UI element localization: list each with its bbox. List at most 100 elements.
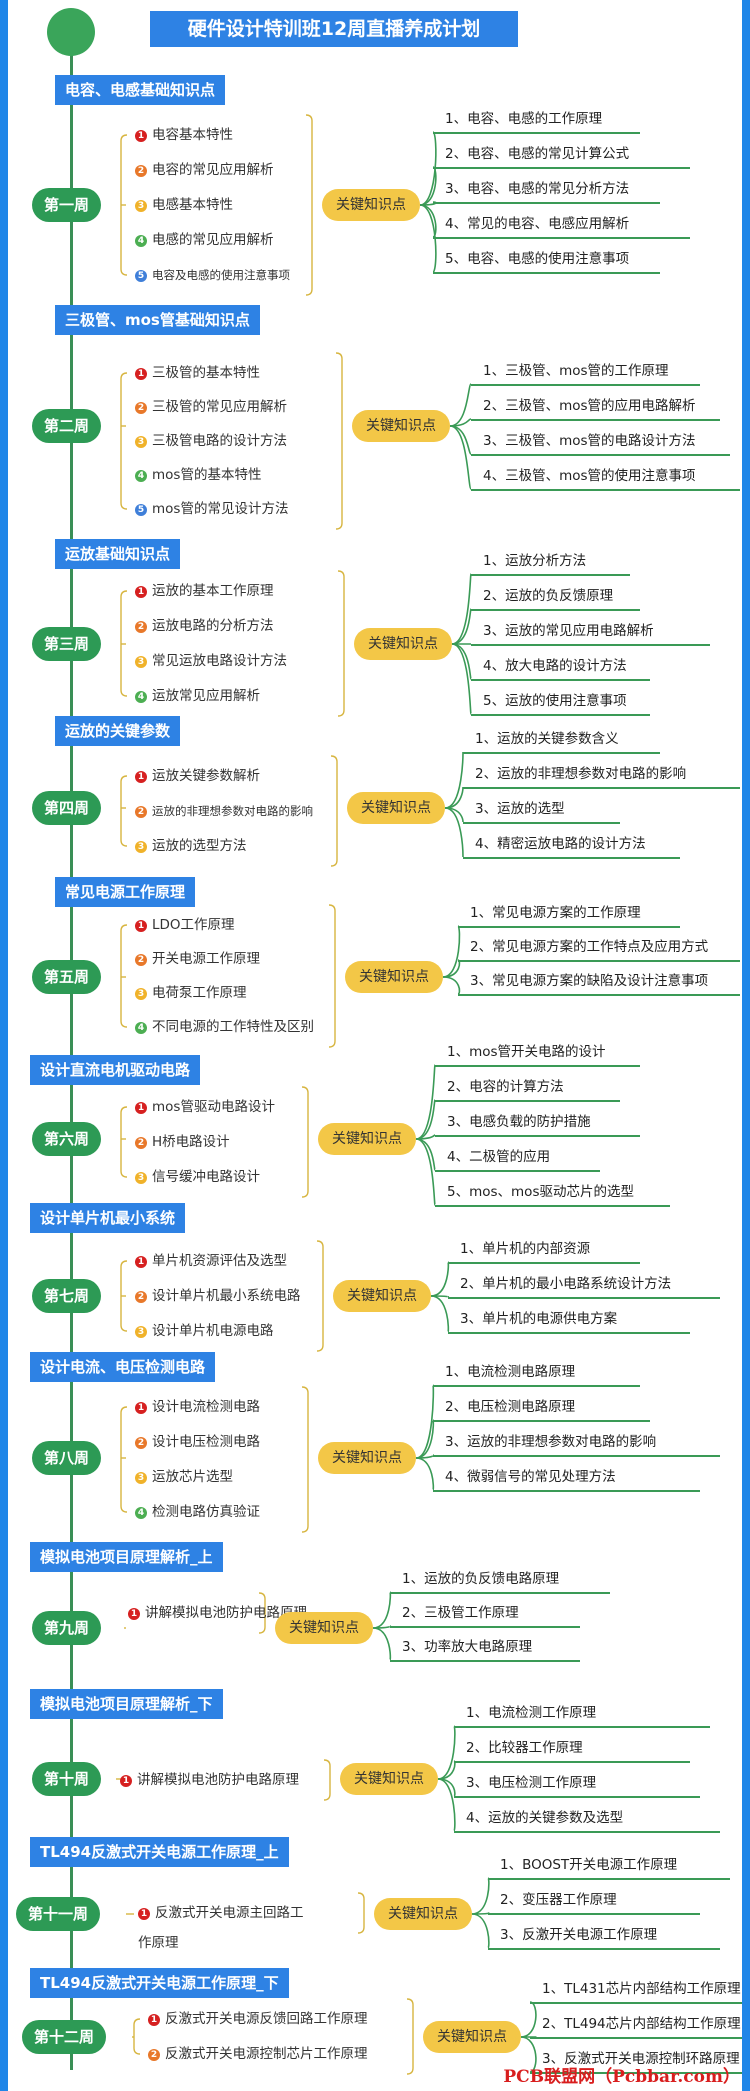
number-badge: 2 xyxy=(135,621,147,633)
number-badge: 5 xyxy=(135,270,147,282)
key-points-pill[interactable]: 关键知识点 xyxy=(423,2021,521,2053)
key-point: 1、运放分析方法 xyxy=(483,553,587,569)
point-underline xyxy=(454,1761,690,1763)
key-point: 1、运放的关键参数含义 xyxy=(475,731,619,747)
key-points-pill[interactable]: 关键知识点 xyxy=(354,628,452,660)
key-points-pill[interactable]: 关键知识点 xyxy=(275,1612,373,1644)
key-point: 2、电压检测电路原理 xyxy=(445,1399,576,1415)
number-badge: 2 xyxy=(135,806,147,818)
key-point: 4、微弱信号的常见处理方法 xyxy=(445,1469,616,1485)
number-badge: 4 xyxy=(135,1022,147,1034)
point-underline xyxy=(448,1332,690,1334)
number-badge: 2 xyxy=(135,954,147,966)
point-underline xyxy=(433,1385,640,1387)
connector-line xyxy=(437,1778,456,1797)
key-points-pill[interactable]: 关键知识点 xyxy=(345,961,443,993)
week-pill[interactable]: 第二周 xyxy=(32,409,102,443)
week-pill[interactable]: 第七周 xyxy=(32,1279,102,1313)
week-pill[interactable]: 第八周 xyxy=(32,1441,102,1475)
number-badge: 1 xyxy=(135,771,147,783)
point-underline xyxy=(488,1878,730,1880)
week-pill[interactable]: 第六周 xyxy=(32,1122,102,1156)
point-underline xyxy=(448,1262,640,1264)
connector-line xyxy=(120,134,128,276)
connector-line xyxy=(120,1406,128,1513)
point-underline xyxy=(471,644,710,646)
key-point: 2、运放的非理想参数对电路的影响 xyxy=(475,766,687,782)
connector-line xyxy=(301,1386,309,1533)
key-point: 3、运放的常见应用电路解析 xyxy=(483,623,654,639)
week-pill[interactable]: 第十周 xyxy=(32,1762,102,1796)
point-underline xyxy=(463,822,620,824)
connector-line xyxy=(415,1134,436,1140)
connector-line xyxy=(120,590,128,697)
section-header: 设计单片机最小系统 xyxy=(30,1203,186,1233)
connector-line xyxy=(437,1778,456,1832)
week-pill[interactable]: 第三周 xyxy=(32,627,102,661)
point-underline xyxy=(435,1135,640,1137)
topic-text: 反激式开关电源主回路工作原理 xyxy=(138,1905,304,1951)
number-badge: 4 xyxy=(135,235,147,247)
week-pill[interactable]: 第四周 xyxy=(32,791,102,825)
topic-text: 设计电流检测电路 xyxy=(152,1399,260,1415)
key-points-pill[interactable]: 关键知识点 xyxy=(318,1442,416,1474)
point-underline xyxy=(454,1796,700,1798)
key-points-pill[interactable]: 关键知识点 xyxy=(333,1280,431,1312)
key-points-pill[interactable]: 关键知识点 xyxy=(322,189,420,221)
connector-line xyxy=(430,1261,450,1297)
key-points-pill[interactable]: 关键知识点 xyxy=(352,410,450,442)
key-point: 1、常见电源方案的工作原理 xyxy=(470,905,641,921)
point-underline xyxy=(433,167,690,169)
key-points-pill[interactable]: 关键知识点 xyxy=(318,1123,416,1155)
number-badge: 4 xyxy=(135,1507,147,1519)
point-underline xyxy=(530,2072,742,2074)
key-points-pill[interactable]: 关键知识点 xyxy=(347,792,445,824)
topic-text: 运放关键参数解析 xyxy=(152,768,260,784)
number-badge: 2 xyxy=(135,1291,147,1303)
point-underline xyxy=(454,1726,710,1728)
key-point: 1、单片机的内部资源 xyxy=(460,1241,591,1257)
week-pill[interactable]: 第九周 xyxy=(32,1611,102,1645)
section-header: 模拟电池项目原理解析_下 xyxy=(30,1689,223,1719)
number-badge: 2 xyxy=(135,402,147,414)
key-points-pill[interactable]: 关键知识点 xyxy=(374,1898,472,1930)
key-point: 2、三极管、mos管的应用电路解析 xyxy=(483,398,696,414)
point-underline xyxy=(463,857,680,859)
topic-text: 设计单片机电源电路 xyxy=(152,1323,274,1339)
week-pill[interactable]: 第十二周 xyxy=(22,2020,107,2054)
number-badge: 2 xyxy=(148,2049,160,2061)
week-pill[interactable]: 第十一周 xyxy=(16,1897,101,1931)
key-point: 2、运放的负反馈原理 xyxy=(483,588,614,604)
topic-text: 讲解模拟电池防护电路原理 xyxy=(145,1605,307,1621)
topic-text: 开关电源工作原理 xyxy=(152,951,260,967)
connector-line xyxy=(444,786,464,809)
number-badge: 1 xyxy=(148,2014,160,2026)
point-underline xyxy=(433,237,690,239)
key-point: 1、电容、电感的工作原理 xyxy=(445,111,603,127)
point-underline xyxy=(471,489,740,491)
week-pill[interactable]: 第五周 xyxy=(32,960,102,994)
topic-text: mos管驱动电路设计 xyxy=(152,1099,275,1115)
section-header: 模拟电池项目原理解析_上 xyxy=(30,1542,223,1572)
topic-text: 电感基本特性 xyxy=(152,197,233,213)
topic-text: 设计电压检测电路 xyxy=(152,1434,260,1450)
key-points-pill[interactable]: 关键知识点 xyxy=(340,1763,438,1795)
topic-text: 讲解模拟电池防护电路原理 xyxy=(137,1772,299,1788)
point-underline xyxy=(488,1913,700,1915)
point-underline xyxy=(435,1100,620,1102)
topic-text: 电容的常见应用解析 xyxy=(152,162,274,178)
point-underline xyxy=(433,1455,720,1457)
key-point: 3、电压检测工作原理 xyxy=(466,1775,597,1791)
topic-text: mos管的基本特性 xyxy=(152,467,262,483)
section-header: 运放基础知识点 xyxy=(55,539,181,569)
week-pill[interactable]: 第一周 xyxy=(32,188,102,222)
